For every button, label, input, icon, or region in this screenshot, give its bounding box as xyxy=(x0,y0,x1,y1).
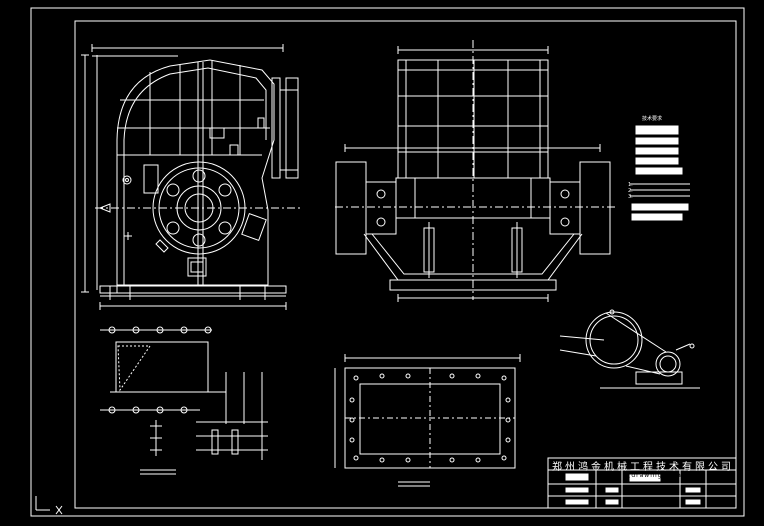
notes-line-1: 1. xyxy=(628,182,633,188)
belt-drive-view xyxy=(559,309,700,389)
foundation-view xyxy=(100,326,268,475)
notes-line-3: 3. xyxy=(628,194,633,200)
notes-block xyxy=(630,125,690,221)
title-block xyxy=(547,457,737,509)
notes-line-2: 2. xyxy=(628,188,633,194)
front-view xyxy=(81,44,300,310)
flange-view xyxy=(334,354,521,487)
sheet-border-outer xyxy=(30,7,745,517)
notes-header: 技术要求 xyxy=(642,116,663,122)
drawing-name: (drawing name) xyxy=(628,472,690,479)
ucs-icon xyxy=(35,496,63,515)
company-name: 郑州鸿金机械工程技术有限公司 xyxy=(552,462,734,473)
side-view xyxy=(335,40,615,302)
sheet-border-inner xyxy=(74,20,737,509)
